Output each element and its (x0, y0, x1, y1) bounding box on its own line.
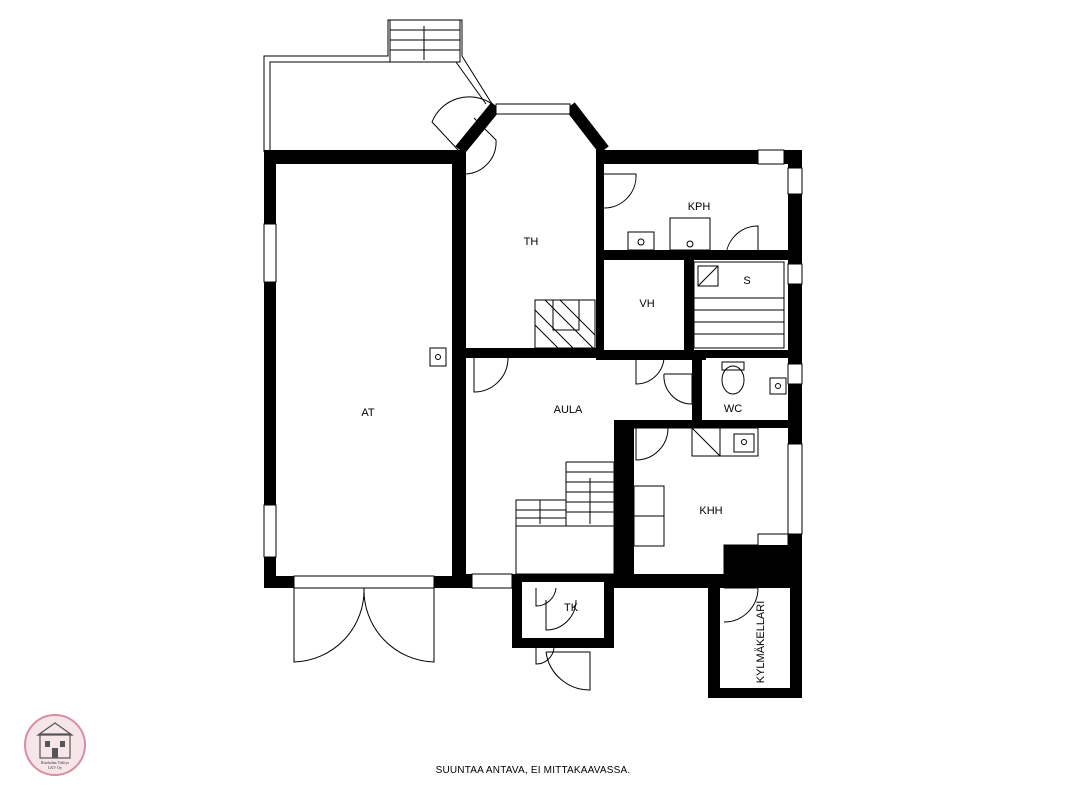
wc-fixtures (721, 361, 787, 395)
fireplace-symbol (534, 299, 596, 349)
room-label-tk: TK (564, 602, 579, 614)
room-label-kph: KPH (688, 201, 711, 213)
room-label-khh: KHH (699, 505, 722, 517)
bay-window (495, 103, 571, 115)
at-sink (429, 347, 447, 367)
logo-text-line2: LKV Oy (48, 765, 62, 770)
room-label-vh: VH (639, 298, 654, 310)
bay-walls (455, 102, 609, 154)
room-label-at: AT (361, 407, 375, 419)
khh-fixtures (633, 427, 789, 575)
entrance-steps-top (389, 19, 461, 63)
logo-text-line1: Ruoholan Välitys (41, 760, 69, 765)
room-label-kylmakellari: KYLMÄKELLARI (755, 601, 767, 684)
door-swings (293, 96, 759, 691)
interior-walls (466, 150, 796, 428)
terrace-outline (263, 19, 493, 152)
company-logo: Ruoholan Välitys LKV Oy (24, 714, 86, 781)
room-label-aula: AULA (554, 404, 583, 416)
room-label-wc: WC (724, 403, 742, 415)
stairs (515, 461, 615, 575)
room-label-th: TH (524, 236, 539, 248)
sauna-benches (693, 261, 785, 349)
kph-fixtures (627, 217, 711, 251)
footer-note: SUUNTAA ANTAVA, EI MITTAKAAVASSA. (435, 765, 631, 776)
windows (263, 149, 803, 589)
room-label-s: S (743, 275, 750, 287)
